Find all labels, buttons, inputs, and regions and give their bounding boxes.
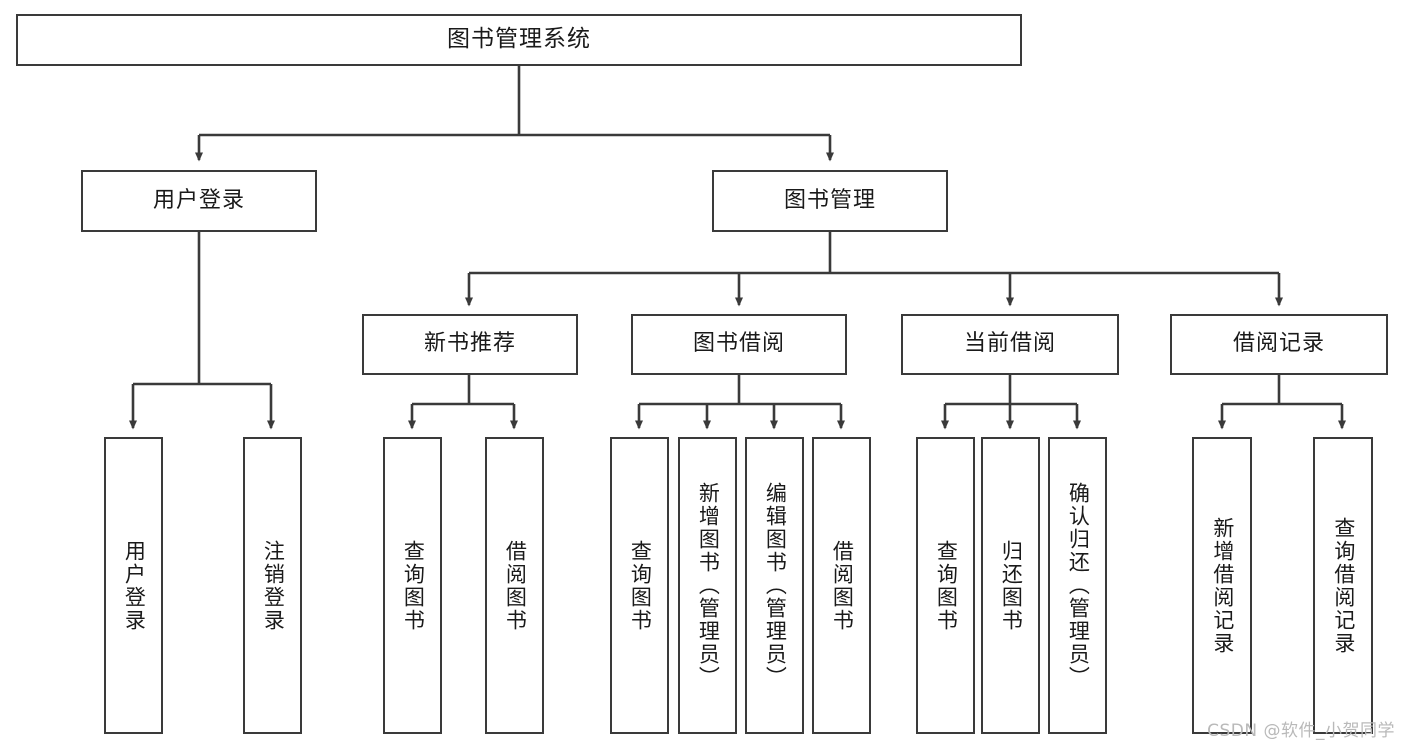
leaf-user-login-signout[interactable]: 注销登录 xyxy=(243,437,302,734)
node-label: 新增借阅记录 xyxy=(1210,516,1235,655)
leaf-current-query-book[interactable]: 查询图书 xyxy=(916,437,975,734)
node-label: 查询借阅记录 xyxy=(1331,516,1356,655)
leaf-borrow-query-book[interactable]: 查询图书 xyxy=(610,437,669,734)
node-user-login[interactable]: 用户登录 xyxy=(81,170,317,232)
leaf-current-confirm-return-admin[interactable]: 确认归还（管理员） xyxy=(1048,437,1107,734)
node-book-management[interactable]: 图书管理 xyxy=(712,170,948,232)
node-label: 图书借阅 xyxy=(692,331,785,357)
leaf-user-login-signin[interactable]: 用户登录 xyxy=(104,437,163,734)
node-label: 查询图书 xyxy=(401,539,426,632)
node-label: 借阅图书 xyxy=(503,539,528,632)
csdn-watermark: CSDN @软件_小贺同学 xyxy=(1207,721,1395,741)
node-label: 编辑图书（管理员） xyxy=(763,482,788,689)
node-label: 当前借阅 xyxy=(963,331,1056,357)
node-label: 查询图书 xyxy=(628,539,653,632)
node-label: 确认归还（管理员） xyxy=(1066,482,1091,689)
node-book-borrow[interactable]: 图书借阅 xyxy=(631,314,847,375)
node-label: 新书推荐 xyxy=(423,331,516,357)
node-label: 图书管理 xyxy=(783,187,876,213)
node-label: 用户登录 xyxy=(152,187,245,213)
node-label: 新增图书（管理员） xyxy=(696,482,721,689)
leaf-borrow-add-book-admin[interactable]: 新增图书（管理员） xyxy=(678,437,737,734)
node-borrow-records[interactable]: 借阅记录 xyxy=(1170,314,1388,375)
node-label: 注销登录 xyxy=(261,539,286,632)
leaf-records-query-record[interactable]: 查询借阅记录 xyxy=(1313,437,1373,734)
node-label: 归还图书 xyxy=(999,539,1024,632)
leaf-new-book-query[interactable]: 查询图书 xyxy=(383,437,442,734)
leaf-current-return-book[interactable]: 归还图书 xyxy=(981,437,1040,734)
node-label: 查询图书 xyxy=(934,539,959,632)
node-current-borrow[interactable]: 当前借阅 xyxy=(901,314,1119,375)
node-label: 借阅图书 xyxy=(830,539,855,632)
node-label: 借阅记录 xyxy=(1232,331,1325,357)
leaf-borrow-edit-book-admin[interactable]: 编辑图书（管理员） xyxy=(745,437,804,734)
node-label: 图书管理系统 xyxy=(447,26,591,53)
leaf-new-book-borrow[interactable]: 借阅图书 xyxy=(485,437,544,734)
node-label: 用户登录 xyxy=(122,539,147,632)
leaf-borrow-borrow-book[interactable]: 借阅图书 xyxy=(812,437,871,734)
leaf-records-add-record[interactable]: 新增借阅记录 xyxy=(1192,437,1252,734)
node-root-system[interactable]: 图书管理系统 xyxy=(16,14,1022,66)
node-new-book-recommend[interactable]: 新书推荐 xyxy=(362,314,578,375)
